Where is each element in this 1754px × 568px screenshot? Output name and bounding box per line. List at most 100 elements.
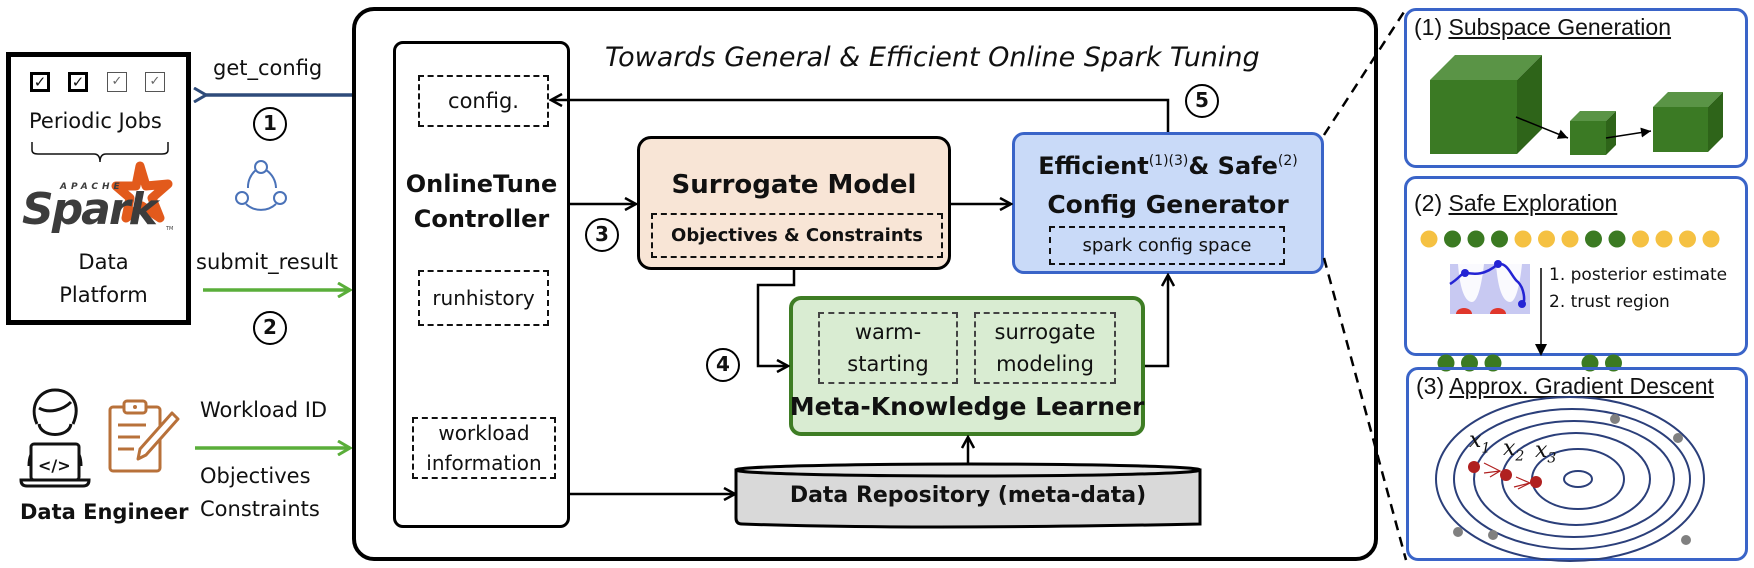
step-5-label: 5 bbox=[1195, 88, 1209, 112]
get-config-label: get_config bbox=[213, 56, 323, 80]
warm-starting-label-1: warm- bbox=[854, 320, 922, 344]
controller-title-2: Controller bbox=[413, 205, 550, 233]
controller-runhistory-slot: runhistory bbox=[418, 270, 549, 326]
spark-logo-apache: APACHE bbox=[60, 182, 124, 192]
data-platform-box bbox=[6, 52, 191, 325]
subspace-generation-title: (1) Subspace Generation bbox=[1414, 14, 1671, 41]
surrogate-objectives-slot: Objectives & Constraints bbox=[651, 213, 943, 258]
step-1-label: 1 bbox=[263, 111, 277, 135]
submit-result-label: submit_result bbox=[196, 250, 339, 274]
periodic-jobs: ✓ ✓ ✓ ✓ bbox=[30, 72, 175, 98]
code-glyph: </> bbox=[38, 456, 71, 475]
x1-sub: 1 bbox=[1481, 440, 1491, 457]
meta-knowledge-learner bbox=[789, 296, 1145, 436]
gradient-descent-panel bbox=[1406, 367, 1748, 561]
trust-region-step: 2. trust region bbox=[1549, 292, 1670, 312]
config-dot-green bbox=[1491, 230, 1508, 248]
data-engineer-icon bbox=[19, 388, 91, 488]
config-dot-yellow bbox=[1702, 230, 1720, 248]
x3-label: x3 bbox=[1535, 438, 1556, 466]
subspace-cubes-icon bbox=[1430, 55, 1723, 155]
config-dot-yellow bbox=[1514, 230, 1532, 248]
step-2-badge: 2 bbox=[253, 311, 287, 345]
spark-logo: APACHE Spark TM bbox=[22, 160, 182, 240]
step-4-badge: 4 bbox=[706, 348, 740, 382]
spark-logo-tm: TM bbox=[166, 226, 174, 232]
constraints-label: Constraints bbox=[200, 497, 320, 521]
surrogate-modeling-label-1: surrogate bbox=[994, 320, 1096, 344]
sample-point bbox=[1453, 527, 1463, 537]
step-1-badge: 1 bbox=[253, 107, 287, 141]
periodic-jobs-label: Periodic Jobs bbox=[29, 109, 162, 133]
surrogate-modeling-slot: surrogate modeling bbox=[974, 312, 1116, 384]
config-dot-yellow bbox=[1538, 230, 1555, 248]
posterior-estimate-step: 1. posterior estimate bbox=[1549, 265, 1728, 285]
x1-var: x bbox=[1469, 428, 1482, 453]
controller-runhistory-label: runhistory bbox=[432, 286, 535, 310]
subspace-generation-panel bbox=[1404, 8, 1748, 168]
meta-knowledge-learner-title: Meta-Knowledge Learner bbox=[789, 392, 1145, 421]
x1-point bbox=[1468, 461, 1480, 473]
config-dot-yellow bbox=[1561, 230, 1579, 248]
system-title: Towards General & Efficient Online Spark… bbox=[605, 42, 1260, 73]
x2-label: x2 bbox=[1503, 436, 1524, 464]
controller-title-1: OnlineTune bbox=[405, 170, 558, 198]
spark-logo-word: Spark bbox=[22, 184, 158, 235]
gradient-descent-title: (3) Approx. Gradient Descent bbox=[1416, 373, 1714, 400]
job-checkbox-pending-icon: ✓ bbox=[107, 72, 127, 92]
contour-plot bbox=[1435, 396, 1705, 562]
controller-workload-slot: workload information bbox=[412, 417, 556, 479]
config-dot-green bbox=[1585, 230, 1602, 248]
x2-var: x bbox=[1503, 436, 1516, 461]
job-checkbox-done-icon: ✓ bbox=[68, 72, 88, 92]
data-engineer-label: Data Engineer bbox=[20, 500, 189, 524]
config-dot-yellow bbox=[1420, 230, 1438, 248]
job-checkbox-pending-icon: ✓ bbox=[145, 72, 165, 92]
network-icon bbox=[235, 160, 287, 211]
sample-point bbox=[1610, 414, 1620, 424]
config-generator-title-2: Config Generator bbox=[1047, 190, 1289, 219]
efficient-label: Efficient bbox=[1038, 152, 1149, 180]
controller-workload-label-1: workload bbox=[438, 421, 530, 445]
config-dot-green bbox=[1608, 230, 1626, 248]
brace-icon bbox=[31, 142, 169, 163]
data-repository-label: Data Repository (meta-data) bbox=[789, 483, 1147, 508]
subspace-num: (1) bbox=[1414, 14, 1443, 40]
config-dot-yellow bbox=[1679, 230, 1696, 248]
data-platform-label-1: Data bbox=[78, 250, 129, 274]
step-5-badge: 5 bbox=[1185, 84, 1219, 118]
spark-config-space-label: spark config space bbox=[1082, 235, 1252, 256]
objectives-label: Objectives bbox=[200, 464, 311, 488]
controller-workload-label-2: information bbox=[426, 451, 542, 475]
x3-sub: 3 bbox=[1547, 450, 1557, 467]
safe-num: (2) bbox=[1414, 190, 1443, 216]
job-checkbox-done-icon: ✓ bbox=[30, 72, 50, 92]
step-2-label: 2 bbox=[263, 315, 277, 339]
spark-config-space-slot: spark config space bbox=[1049, 226, 1285, 265]
gradient-title-text: Approx. Gradient Descent bbox=[1449, 373, 1714, 399]
config-generator-title-1: Efficient(1)(3)& Safe(2) bbox=[1012, 152, 1324, 180]
subspace-title-text: Subspace Generation bbox=[1448, 14, 1672, 40]
x3-point bbox=[1530, 476, 1542, 488]
config-dot-yellow bbox=[1655, 230, 1673, 248]
config-generator bbox=[1012, 132, 1324, 274]
warm-starting-label-2: starting bbox=[847, 352, 929, 376]
safe-label: & Safe bbox=[1188, 152, 1278, 180]
controller-config-label: config. bbox=[448, 89, 519, 113]
x3-var: x bbox=[1535, 438, 1548, 463]
x2-sub: 2 bbox=[1515, 448, 1525, 465]
step-3-badge: 3 bbox=[585, 218, 619, 252]
x2-point bbox=[1500, 469, 1512, 481]
surrogate-model bbox=[637, 136, 951, 270]
sample-point bbox=[1673, 433, 1683, 443]
controller-config-slot: config. bbox=[418, 75, 549, 127]
step-3-label: 3 bbox=[595, 222, 609, 246]
workload-id-label: Workload ID bbox=[200, 398, 328, 422]
data-platform-label-2: Platform bbox=[59, 283, 148, 307]
clipboard-pencil-icon bbox=[108, 399, 180, 473]
sample-point bbox=[1681, 535, 1691, 545]
onlinetune-controller bbox=[393, 41, 570, 528]
surrogate-model-title: Surrogate Model bbox=[671, 170, 917, 200]
step-4-label: 4 bbox=[716, 352, 730, 376]
warm-starting-slot: warm- starting bbox=[818, 312, 958, 384]
